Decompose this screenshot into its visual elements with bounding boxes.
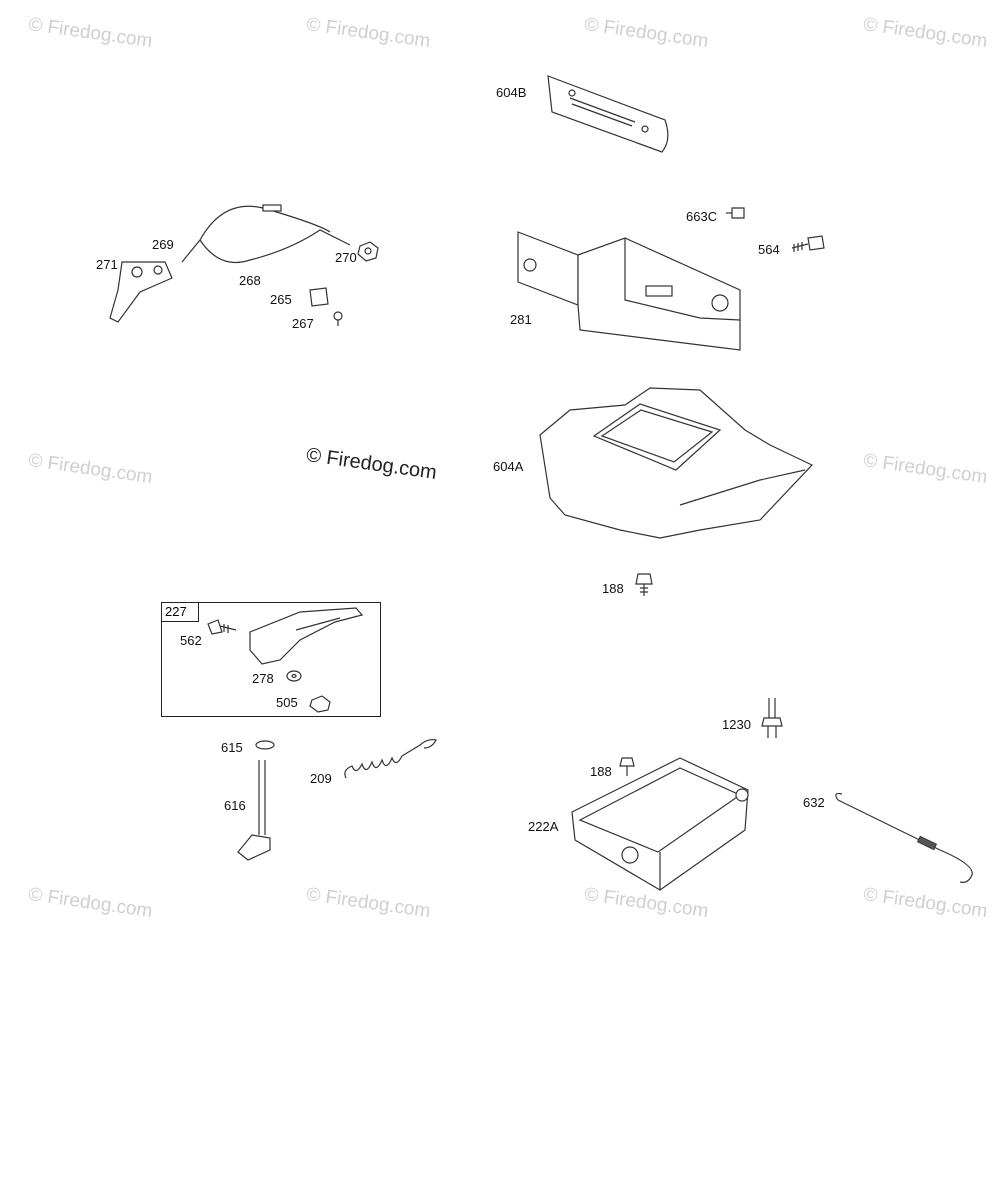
part-label-265: 265: [270, 292, 292, 307]
part-label-278: 278: [252, 671, 274, 686]
part-label-281: 281: [510, 312, 532, 327]
part-267-drawing: [333, 311, 343, 326]
part-label-564: 564: [758, 242, 780, 257]
part-615-drawing: [255, 740, 275, 750]
part-label-267: 267: [292, 316, 314, 331]
kit-label: 227: [161, 602, 199, 622]
part-label-562: 562: [180, 633, 202, 648]
part-268-drawing: [181, 204, 351, 264]
part-label-269: 269: [152, 237, 174, 252]
part-label-505: 505: [276, 695, 298, 710]
part-label-188-upper: 188: [602, 581, 624, 596]
part-label-604a: 604A: [493, 459, 524, 474]
part-label-271: 271: [96, 257, 118, 272]
part-label-222a: 222A: [528, 819, 559, 834]
part-227-lever-drawing: [249, 607, 364, 665]
part-label-188-lower: 188: [590, 764, 612, 779]
part-663c-drawing: [726, 207, 745, 219]
part-564-drawing: [791, 235, 825, 252]
part-616-drawing: [237, 760, 271, 861]
part-1230-drawing: [761, 698, 783, 738]
part-604b-drawing: [547, 75, 669, 153]
part-278-drawing: [286, 670, 302, 682]
part-label-632: 632: [803, 795, 825, 810]
kit-box: [161, 602, 381, 717]
part-505-drawing: [309, 695, 331, 713]
part-271-drawing: [109, 261, 173, 323]
part-label-663c: 663C: [686, 209, 718, 224]
part-270-drawing: [357, 241, 379, 262]
part-188b-drawing: [619, 757, 635, 776]
part-222a-drawing: [571, 757, 749, 891]
part-265-drawing: [309, 287, 329, 307]
part-604a-drawing: [539, 387, 814, 539]
part-632-drawing: [835, 793, 973, 883]
part-label-270: 270: [335, 250, 357, 265]
part-188a-drawing: [635, 573, 653, 596]
part-label-209: 209: [310, 771, 332, 786]
part-281-drawing: [517, 231, 741, 351]
part-label-615: 615: [221, 740, 243, 755]
part-label-1230: 1230: [722, 717, 751, 732]
part-label-268: 268: [239, 273, 261, 288]
part-562-drawing: [207, 619, 237, 635]
part-label-616: 616: [224, 798, 246, 813]
part-209-drawing: [344, 738, 437, 779]
part-label-604b: 604B: [496, 85, 527, 100]
